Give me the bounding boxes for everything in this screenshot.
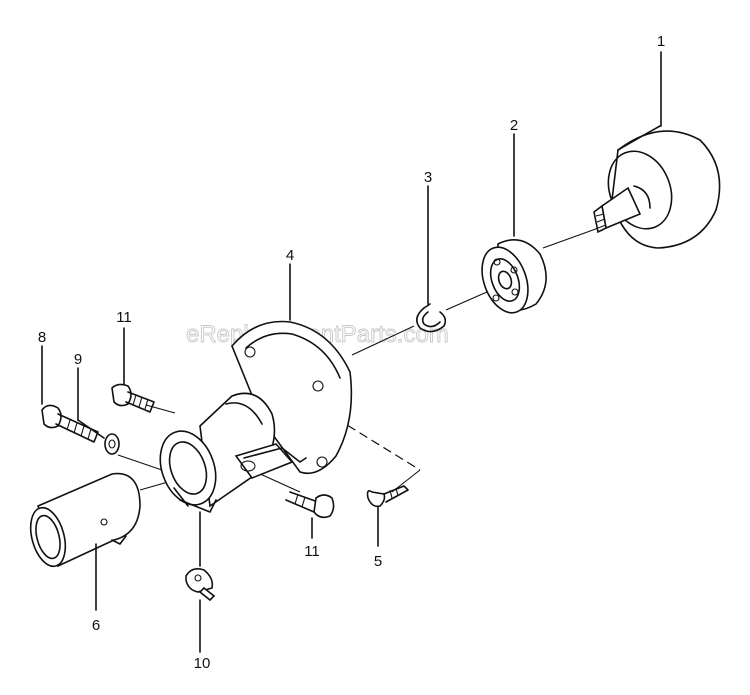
callout-10: 10 [194, 655, 211, 672]
callout-11-lower: 11 [304, 543, 320, 560]
leader-lines [41, 51, 662, 653]
callout-11-upper: 11 [116, 309, 132, 326]
callout-2: 2 [510, 117, 518, 134]
callout-labels: 1 2 3 4 5 6 8 9 10 11 11 [38, 33, 665, 672]
part-snap-ring [416, 303, 447, 333]
part-lock-plate [185, 568, 216, 602]
callout-3: 3 [424, 169, 432, 186]
callout-5: 5 [374, 553, 382, 570]
part-bearing [481, 238, 547, 314]
callout-9: 9 [74, 351, 82, 368]
callout-6: 6 [92, 617, 100, 634]
part-clutch-housing [159, 320, 353, 513]
part-washer-9 [104, 433, 120, 455]
callout-4: 4 [286, 247, 294, 264]
callout-1: 1 [657, 33, 665, 50]
part-clutch-drum [593, 125, 721, 249]
part-bolt-11-upper [111, 383, 155, 413]
callout-8: 8 [38, 329, 46, 346]
part-tube-sleeve [29, 472, 141, 568]
part-bolt-11-lower [285, 491, 335, 519]
part-screw [366, 485, 409, 508]
part-bolt-8 [41, 404, 99, 443]
